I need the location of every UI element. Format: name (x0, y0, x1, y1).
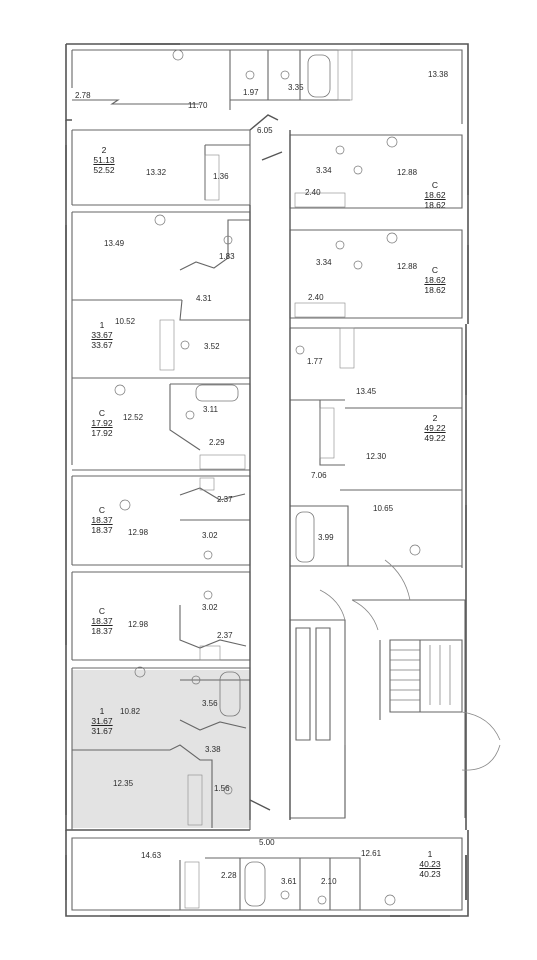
apartment-summary[interactable]: 1 40.23 40.23 (412, 849, 448, 879)
room-area-label: 12.61 (361, 849, 382, 858)
apartment-rooms: 2 (101, 145, 107, 155)
apartment-rooms: С (98, 505, 106, 515)
room-area-label: 13.38 (428, 70, 449, 79)
room-area-label: 2.40 (308, 293, 324, 302)
apartment-living-area: 17.92 (91, 418, 113, 428)
room-area-label: 14.63 (141, 851, 162, 860)
room-area-label: 3.11 (203, 405, 218, 414)
apartment-living-area: 31.67 (91, 716, 113, 726)
wardrobe-hatching (159, 49, 355, 909)
room-area-label: 2.10 (321, 877, 337, 886)
room-area-label: 12.98 (128, 620, 149, 629)
room-area-label: 3.34 (316, 166, 332, 175)
apartment-living-area: 40.23 (419, 859, 441, 869)
room-area-label: 13.45 (356, 387, 377, 396)
room-area-label: 10.52 (115, 317, 136, 326)
window-marks (65, 43, 469, 917)
apartment-total-area: 33.67 (91, 340, 113, 350)
apartment-total-area: 49.22 (424, 433, 446, 443)
apartment-total-area: 18.37 (91, 525, 113, 535)
apartment-summary[interactable]: С 18.37 18.37 (84, 505, 120, 535)
room-area-label: 2.37 (217, 631, 233, 640)
apartment-living-area: 18.37 (91, 515, 113, 525)
corridor-walls (249, 114, 291, 820)
room-area-label: 3.02 (202, 531, 218, 540)
room-area-label: 2.78 (75, 91, 91, 100)
apartment-total-area: 18.62 (424, 200, 446, 210)
room-area-label: 12.30 (366, 452, 387, 461)
apartment-total-area: 31.67 (91, 726, 113, 736)
room-area-label: 3.52 (204, 342, 220, 351)
room-area-label: 10.82 (120, 707, 141, 716)
apartment-rooms: С (98, 606, 106, 616)
room-area-label: 3.34 (316, 258, 332, 267)
room-area-label: 12.52 (123, 413, 144, 422)
apartment-summary-highlighted[interactable]: 1 31.67 31.67 (84, 706, 120, 736)
door-swings (319, 559, 501, 771)
room-area-label: 13.49 (104, 239, 125, 248)
apartment-rooms: 1 (99, 706, 105, 716)
apartment-living-area: 18.62 (424, 275, 446, 285)
room-area-label: 12.88 (397, 168, 418, 177)
apartment-total-area: 18.37 (91, 626, 113, 636)
apartment-summary[interactable]: С 17.92 17.92 (84, 408, 120, 438)
apartment-rooms: 1 (427, 849, 433, 859)
apartment-summary[interactable]: С 18.62 18.62 (417, 180, 453, 210)
room-area-label: 10.65 (373, 504, 394, 513)
room-area-label: 3.02 (202, 603, 218, 612)
apartment-living-area: 18.62 (424, 190, 446, 200)
bathtub-icons (195, 54, 331, 907)
apartment-living-area: 49.22 (424, 423, 446, 433)
apartment-summary[interactable]: С 18.37 18.37 (84, 606, 120, 636)
highlighted-apartment-fill (72, 670, 250, 828)
apartment-rooms: 1 (99, 320, 105, 330)
room-area-label: 1.83 (219, 252, 235, 261)
room-area-label: 11.70 (188, 101, 208, 110)
room-area-label: 1.97 (243, 88, 259, 97)
apartment-total-area: 17.92 (91, 428, 113, 438)
room-area-label: 3.35 (288, 83, 304, 92)
room-area-label: 2.28 (221, 871, 237, 880)
room-area-label: 3.38 (205, 745, 221, 754)
room-area-label: 3.61 (281, 877, 297, 886)
room-area-label: 6.05 (257, 126, 273, 135)
room-area-label: 4.31 (196, 294, 212, 303)
apartment-living-area: 33.67 (91, 330, 113, 340)
fixture-icons (114, 49, 421, 906)
apartment-total-area: 40.23 (419, 869, 441, 879)
room-area-label: 7.06 (311, 471, 327, 480)
apartment-rooms: С (431, 180, 439, 190)
apartment-rooms: 2 (432, 413, 438, 423)
apartment-summary[interactable]: 1 33.67 33.67 (84, 320, 120, 350)
room-area-label: 1.77 (307, 357, 323, 366)
room-area-label: 12.88 (397, 262, 418, 271)
stair-treads (390, 645, 451, 705)
room-area-label: 2.40 (305, 188, 321, 197)
apartment-living-area: 51.13 (93, 155, 115, 165)
apartment-total-area: 18.62 (424, 285, 446, 295)
apartment-rooms: С (431, 265, 439, 275)
room-area-label: 12.35 (113, 779, 134, 788)
apartment-total-area: 52.52 (93, 165, 115, 175)
apartment-living-area: 18.37 (91, 616, 113, 626)
apartment-summary[interactable]: С 18.62 18.62 (417, 265, 453, 295)
room-area-label: 3.56 (202, 699, 218, 708)
room-area-label: 2.29 (209, 438, 225, 447)
room-area-label: 5.00 (259, 838, 275, 847)
room-area-label: 1.56 (214, 784, 230, 793)
apartment-summary[interactable]: 2 49.22 49.22 (417, 413, 453, 443)
room-area-label: 3.99 (318, 533, 334, 542)
room-area-label: 2.37 (217, 495, 233, 504)
apartment-rooms: С (98, 408, 106, 418)
room-area-label: 12.98 (128, 528, 149, 537)
room-area-label: 1.36 (213, 172, 229, 181)
apartment-summary[interactable]: 2 51.13 52.52 (86, 145, 122, 175)
room-area-label: 13.32 (146, 168, 167, 177)
